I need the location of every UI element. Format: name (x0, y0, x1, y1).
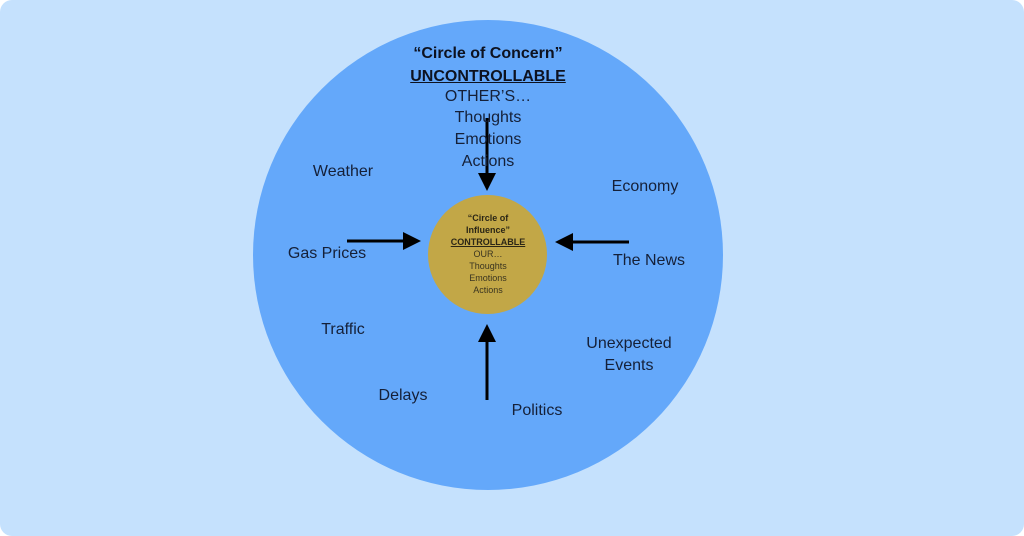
concern-item-emotions: Emotions (454, 131, 522, 148)
influence-item-thoughts: Thoughts (469, 261, 507, 271)
factor-unexpected-line2: Events (604, 357, 654, 374)
factor-delays: Delays (378, 387, 428, 404)
influence-subtitle: CONTROLLABLE (450, 237, 526, 247)
factor-unexpected-line1: Unexpected (586, 335, 672, 352)
influence-lead: OUR… (473, 249, 503, 259)
factor-the-news: The News (612, 252, 686, 269)
influence-item-emotions: Emotions (469, 273, 507, 283)
factor-politics: Politics (511, 402, 563, 419)
factor-gas-prices: Gas Prices (287, 245, 367, 262)
factor-traffic: Traffic (321, 321, 365, 338)
influence-title-line1: “Circle of (467, 213, 509, 223)
influence-item-actions: Actions (473, 285, 503, 295)
concern-lead: OTHER’S… (444, 88, 532, 105)
factor-economy: Economy (611, 178, 679, 195)
concern-title: “Circle of Concern” (413, 45, 563, 62)
circle-of-influence (428, 195, 547, 314)
concern-item-thoughts: Thoughts (454, 109, 522, 126)
concern-item-actions: Actions (461, 153, 515, 170)
concern-subtitle: UNCONTROLLABLE (410, 68, 566, 85)
influence-title-line2: Influence” (465, 225, 511, 235)
factor-weather: Weather (312, 163, 374, 180)
